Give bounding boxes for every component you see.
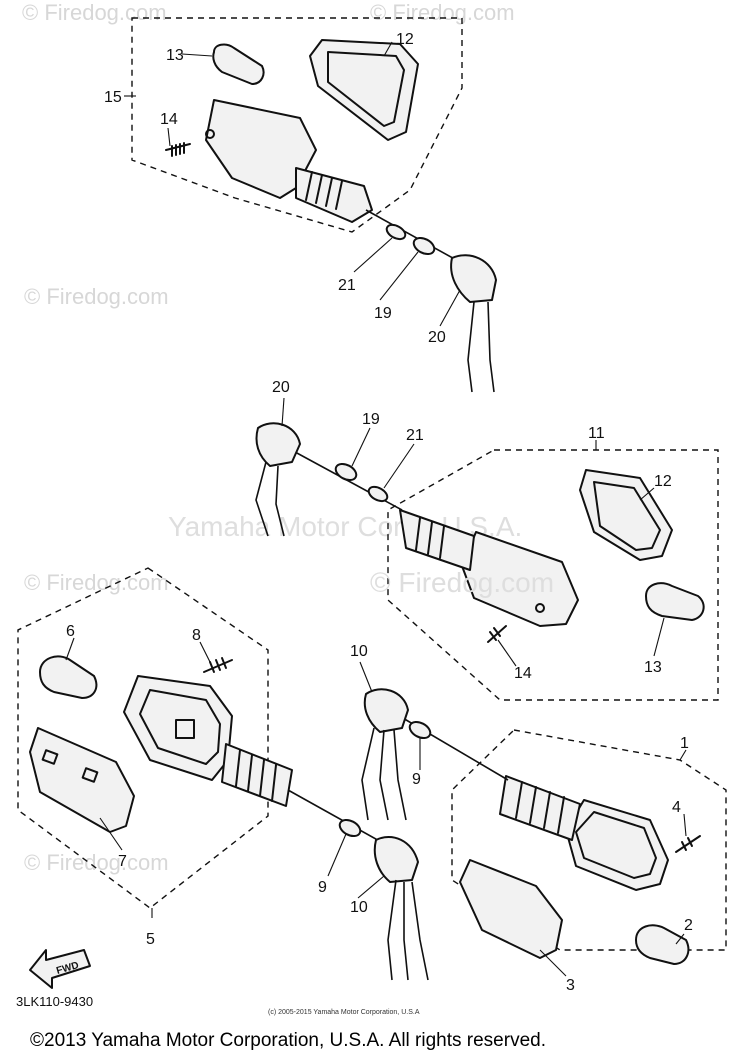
callout-21: 21 — [338, 277, 356, 294]
callout-10b: 10 — [350, 643, 368, 660]
housing-middle — [461, 531, 579, 627]
callout-12: 12 — [654, 473, 672, 490]
watermark-text: © Firedog.com — [24, 850, 169, 875]
group-15-boundary — [131, 17, 463, 233]
wire-leads-lower-right — [361, 727, 407, 821]
callout-2: 2 — [684, 917, 693, 934]
group-1-flasher — [359, 661, 727, 977]
housing-lower-right — [565, 799, 669, 891]
callout-6: 6 — [66, 623, 75, 640]
callout-19b: 19 — [362, 411, 380, 428]
watermark-layer: © Firedog.com © Firedog.com © Firedog.co… — [22, 0, 522, 875]
stem-upper — [295, 167, 373, 223]
callout-10: 10 — [350, 899, 368, 916]
grommet-9 — [338, 818, 362, 838]
bulb-13 — [645, 582, 705, 621]
part-code: 3LK110-9430 — [16, 994, 93, 1009]
footer-copyright: ©2013 Yamaha Motor Corporation, U.S.A. A… — [30, 1030, 546, 1051]
callout-20b: 20 — [272, 379, 290, 396]
wire-leads-middle — [255, 461, 285, 537]
grommet-20b — [255, 422, 301, 467]
callout-15: 15 — [104, 89, 122, 106]
fwd-arrow-icon: FWD — [29, 949, 91, 989]
callout-17: 13 — [166, 47, 184, 64]
lens-7 — [29, 727, 135, 833]
screw-18 — [165, 142, 191, 157]
lens-12-rim — [593, 481, 661, 551]
watermark-text: © Firedog.com — [22, 0, 167, 25]
group-11-boundary — [387, 449, 719, 701]
group-15-flasher — [124, 17, 497, 393]
callout-9b: 9 — [412, 771, 421, 788]
callout-layer: 13 12 15 14 21 19 20 20 19 21 11 12 13 1… — [66, 31, 693, 994]
callout-16: 12 — [396, 31, 414, 48]
housing-lower-left — [123, 675, 233, 781]
callout-4: 4 — [672, 799, 681, 816]
grommet-20 — [450, 254, 497, 303]
watermark-site: © Firedog.com — [370, 567, 554, 598]
callout-7: 7 — [118, 853, 127, 870]
screw-14 — [487, 625, 507, 643]
group-11-flasher — [255, 397, 719, 701]
callout-9: 9 — [318, 879, 327, 896]
grommet-10b — [363, 688, 409, 733]
lens-12 — [579, 469, 673, 561]
housing-upper — [205, 99, 317, 199]
wire-leads-upper — [467, 301, 495, 393]
bulb-17 — [212, 43, 265, 85]
lens-16-rim — [327, 51, 405, 127]
wire-leads-lower-left — [387, 879, 429, 981]
group-5-boundary — [17, 567, 269, 909]
washer-21b — [367, 485, 389, 503]
grommet-19 — [412, 236, 436, 256]
callout-8: 8 — [192, 627, 201, 644]
callout-5: 5 — [146, 931, 155, 948]
stem-lower-right — [499, 775, 581, 841]
watermark-text: © Firedog.com — [24, 284, 169, 309]
watermark-text: © Firedog.com — [24, 570, 169, 595]
small-copyright: (c) 2005-2015 Yamaha Motor Corporation, … — [268, 1009, 420, 1016]
callout-13: 13 — [644, 659, 662, 676]
lens-16 — [309, 39, 419, 141]
stem-lower-left — [221, 743, 293, 807]
group-5-flasher — [17, 567, 429, 981]
lens-3 — [459, 859, 563, 959]
callout-14: 14 — [514, 665, 532, 682]
callout-21b: 21 — [406, 427, 424, 444]
watermark-text: © Firedog.com — [370, 0, 515, 25]
callout-11: 11 — [588, 425, 605, 442]
grommet-9b — [408, 720, 432, 740]
callout-20: 20 — [428, 329, 446, 346]
bulb-6 — [39, 655, 98, 699]
grommet-10 — [373, 835, 419, 883]
washer-21 — [385, 223, 407, 241]
screw-8 — [203, 657, 233, 673]
callout-3: 3 — [566, 977, 575, 994]
bulb-2 — [635, 924, 690, 965]
callout-1: 1 — [680, 735, 689, 752]
screw-hole — [205, 129, 215, 139]
callout-18: 14 — [160, 111, 178, 128]
grommet-19b — [334, 462, 358, 482]
callout-19: 19 — [374, 305, 392, 322]
screw-4 — [675, 835, 701, 853]
